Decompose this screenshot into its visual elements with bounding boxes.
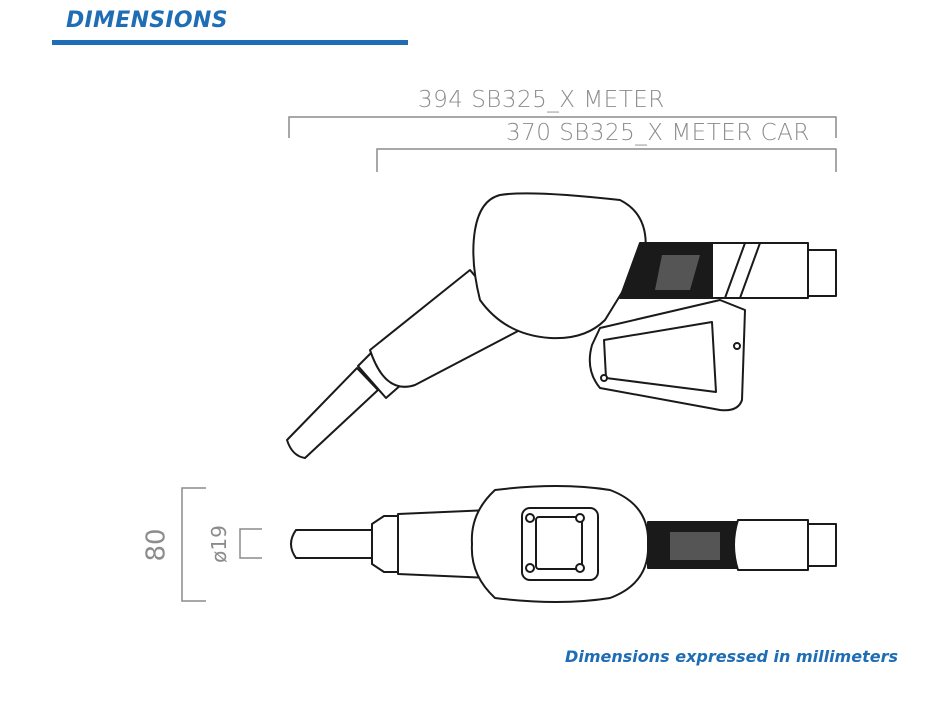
nozzle-top-view (290, 485, 837, 603)
end-cap-top (807, 523, 837, 567)
title-underline (52, 40, 408, 45)
dimension-bracket-370 (376, 148, 837, 172)
meter-head-side (472, 192, 647, 340)
dimension-bracket-80 (181, 487, 206, 602)
display-button-top-left (525, 513, 535, 523)
dimension-bracket-19 (239, 528, 262, 559)
rear-handle-side (711, 242, 809, 299)
spout-collar-top (371, 515, 399, 573)
meter-display-screen (535, 516, 583, 570)
spout-top (290, 529, 373, 559)
spout-side (286, 367, 379, 459)
units-footnote: Dimensions expressed in millimeters (565, 647, 898, 666)
nozzle-side-view (286, 192, 837, 459)
display-button-top-right (575, 513, 585, 523)
end-cap-side (807, 249, 837, 297)
dimension-bracket-394 (288, 116, 837, 138)
dimension-label-370: 370 SB325_X METER CAR (506, 120, 810, 146)
display-button-bottom-right (575, 563, 585, 573)
trigger-lever-side (603, 321, 717, 393)
display-button-bottom-left (525, 563, 535, 573)
page-title: DIMENSIONS (66, 8, 228, 33)
rear-handle-top (733, 519, 809, 571)
dimension-label-394: 394 SB325_X METER (418, 87, 665, 113)
